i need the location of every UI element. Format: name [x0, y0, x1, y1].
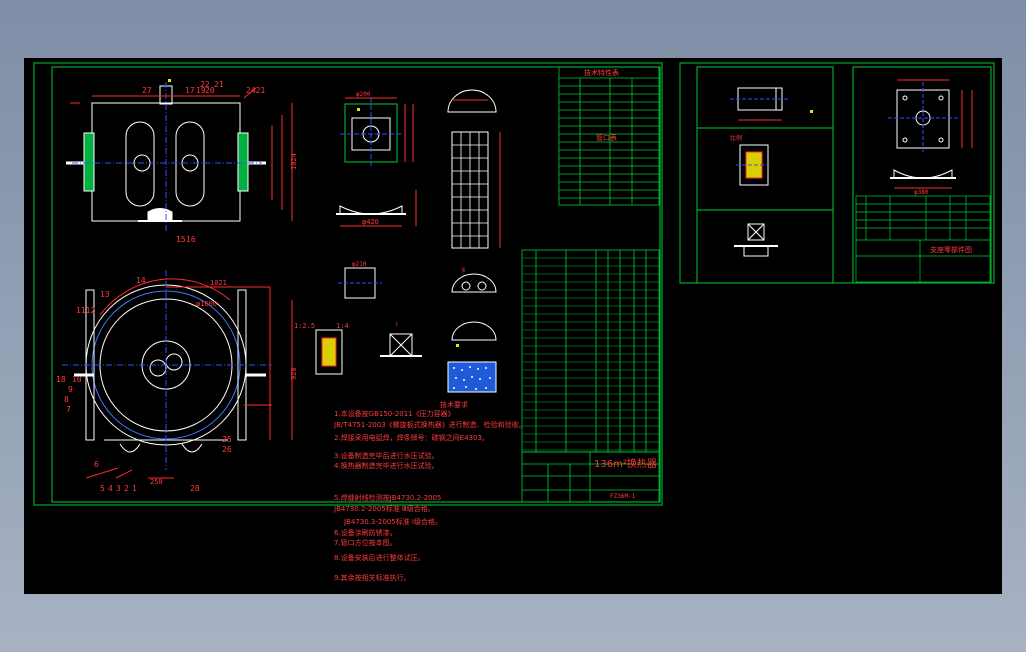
main-dimensions: 1021 φ1600 1024 920 250 [150, 153, 298, 486]
part-no: 9 [68, 385, 73, 394]
main-title: 136m²换热器 [594, 457, 657, 470]
part-no: 10 [72, 375, 82, 384]
tech-table-heading: 技术特性表 [584, 68, 619, 77]
note-line: 1.本设备按GB150-2011《压力容器》 [334, 409, 455, 418]
part-no: 2421 [246, 86, 265, 95]
part-no: 20 [205, 86, 215, 95]
dim-top-width: 1021 [210, 279, 227, 287]
view-label-c: Ⅰ [396, 321, 398, 328]
dim-h2: 920 [290, 367, 298, 380]
part-no: 8 [64, 395, 69, 404]
part-no: 1112 [76, 306, 95, 315]
part-no: 25 [222, 435, 232, 444]
title-block [521, 451, 660, 503]
part-number-labels: 27 22 21 17 19 20 2421 14 13 1112 10 9 8… [56, 80, 265, 493]
weld-accent-marks [168, 79, 813, 347]
part-no: 27 [142, 86, 152, 95]
dim-shell-dia: φ1600 [196, 300, 217, 308]
part-no: 26 [222, 445, 232, 454]
detail-title-block [855, 195, 991, 283]
part-no: 21 [214, 80, 224, 89]
part-no: 2 [124, 484, 129, 493]
nozzle-table-heading: 管口表 [596, 133, 617, 142]
note-line: 3.设备制造完毕后进行水压试验。 [334, 451, 439, 460]
tube-bundle-view [447, 89, 501, 249]
note-line: JB/T4751-2003《螺旋板式换热器》进行制造、检验和验收。 [333, 420, 526, 429]
shell-plan-view [62, 270, 293, 479]
drawing-number: FZ36M-1 [610, 493, 636, 500]
part-no: 3 [116, 484, 121, 493]
part-no: 1 [132, 484, 137, 493]
detail-sheet-parts [730, 87, 790, 257]
nozzle-detail-view: φ420 [336, 97, 417, 227]
notes-heading: 技术要求 [440, 400, 468, 409]
view-label-d: Ⅱ [462, 267, 465, 274]
part-no: 19 [196, 86, 206, 95]
view-label-a: 1:2.5 [294, 322, 315, 330]
note-line: 7.管口方位按本图。 [334, 538, 397, 547]
part-no: 16 [186, 235, 196, 244]
note-line: 6.设备涂刷防锈漆。 [334, 528, 397, 537]
technical-characteristics-table [558, 66, 660, 206]
note-line: 2.焊接采用电弧焊，焊条牌号：碳钢之间E4303。 [334, 433, 489, 442]
drawing-background [24, 58, 1002, 594]
parts-list-rows [522, 257, 659, 451]
part-no: 7 [66, 405, 71, 414]
parts-list-table [521, 249, 660, 453]
technical-notes: 技术要求 1.本设备按GB150-2011《压力容器》 JB/T4751-200… [333, 400, 526, 582]
detail-title: 支座零部件图 [930, 245, 972, 254]
part-no: 14 [136, 276, 146, 285]
part-no: 6 [94, 460, 99, 469]
part-no: 4 [108, 484, 113, 493]
support-detail-view: φ380 [888, 79, 973, 196]
dim-w2: φ200 [356, 91, 371, 98]
part-no: 28 [190, 484, 200, 493]
detail-dimensions: φ200 φ210 Ⅰ Ⅱ 比例 [352, 91, 742, 328]
note-line: 4.换热器制造完毕进行水压试验。 [334, 461, 439, 470]
main-sheet-frame [33, 62, 663, 506]
flange-details: 1:2.5 1:4 [294, 267, 497, 393]
dim-w3: φ210 [352, 261, 367, 268]
part-no: 18 [56, 375, 66, 384]
note-line: JB4730.2-2005标准 Ⅲ级合格。 [333, 504, 435, 513]
view-label-b: 1:4 [336, 322, 349, 330]
scale-label: 比例 [730, 134, 742, 142]
part-no: 17 [185, 86, 195, 95]
part-no: 13 [100, 290, 110, 299]
note-line: 9.其余按相关标准执行。 [334, 573, 411, 582]
detail-sheet-frame [679, 62, 995, 284]
dim-saddle-width: φ420 [362, 218, 379, 226]
part-no: 22 [200, 80, 210, 89]
shell-front-view [66, 82, 293, 232]
dim-base: 250 [150, 478, 163, 486]
part-no: 5 [100, 484, 105, 493]
note-line: 5.焊缝射线检测按JB4730.2-2005 [334, 493, 441, 502]
part-no: 15 [176, 235, 186, 244]
dim-h1: 1024 [290, 153, 298, 170]
note-line: JB4730.3-2005标准 Ⅰ级合格。 [343, 517, 442, 526]
dim-support-width: φ380 [914, 189, 929, 196]
note-line: 8.设备安装后进行整体试压。 [334, 553, 425, 562]
